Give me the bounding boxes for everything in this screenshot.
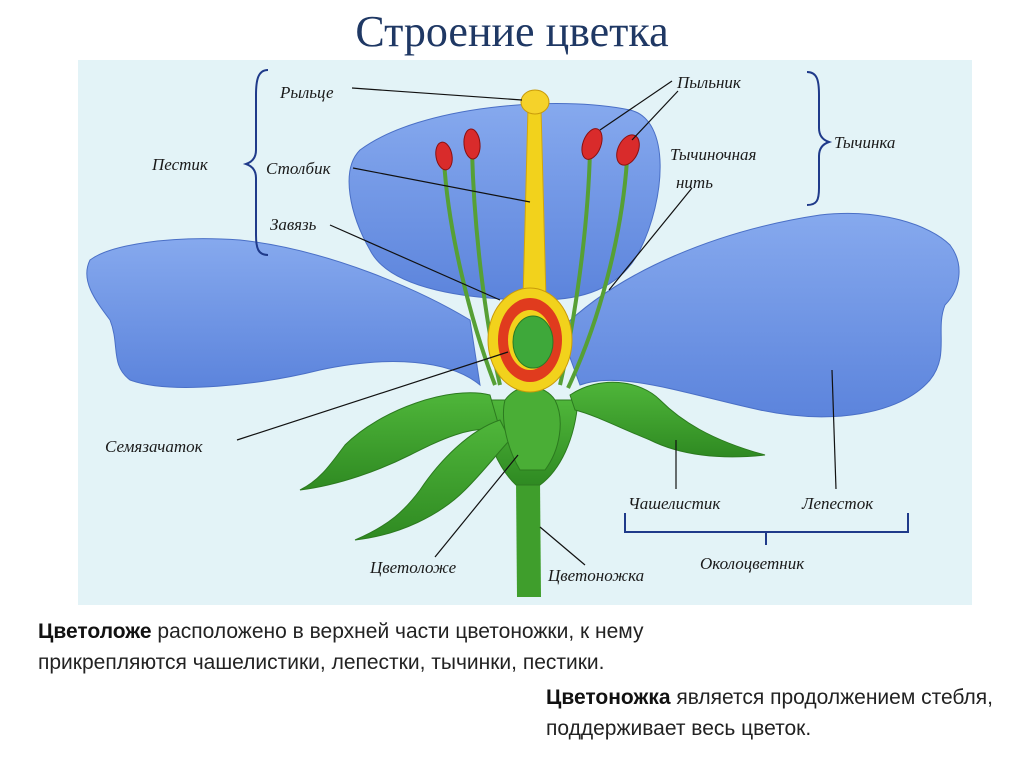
label-filament-1: Тычиночная — [670, 145, 757, 164]
label-anther: Пыльник — [676, 73, 742, 92]
pistil-bracket — [246, 70, 268, 255]
label-perianth: Околоцветник — [700, 554, 805, 573]
label-peduncle: Цветоножка — [547, 566, 644, 585]
receptacle-description: Цветоложе расположено в верхней части цв… — [38, 616, 658, 678]
peduncle-term: Цветоножка — [546, 686, 671, 709]
label-stigma: Рыльце — [279, 83, 334, 102]
label-filament-2: нить — [676, 173, 713, 192]
perianth-bracket — [625, 513, 908, 545]
label-stamen: Тычинка — [834, 133, 895, 152]
peduncle-stem — [516, 480, 541, 597]
label-ovule: Семязачаток — [105, 437, 204, 456]
label-style: Столбик — [266, 159, 332, 178]
label-ovary: Завязь — [270, 215, 317, 234]
pistil-stigma — [521, 90, 549, 114]
label-petal: Лепесток — [801, 494, 874, 513]
label-sepal: Чашелистик — [628, 494, 721, 513]
label-pistil: Пестик — [151, 155, 209, 174]
ovule — [513, 316, 553, 368]
back-petal — [349, 103, 660, 300]
stamen-bracket — [807, 72, 829, 205]
peduncle-description: Цветоножка является продолжением стебля,… — [546, 682, 1016, 744]
label-receptacle: Цветоложе — [369, 558, 457, 577]
receptacle-term: Цветоложе — [38, 620, 152, 643]
